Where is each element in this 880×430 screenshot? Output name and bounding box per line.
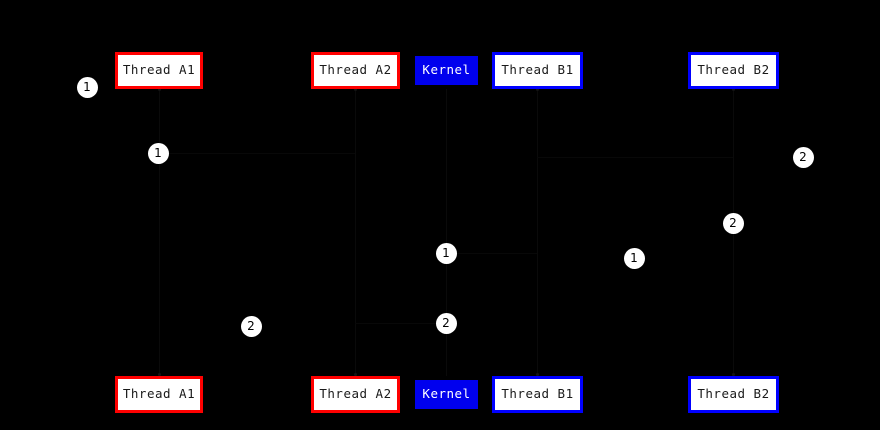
participant-box-thread-b2-bottom[interactable]: Thread B2 xyxy=(688,376,779,413)
sequence-badge-number: 1 xyxy=(83,80,91,94)
lifeline-stub-a2-top xyxy=(354,88,357,91)
participant-label: Kernel xyxy=(422,386,471,402)
participant-label: Thread A2 xyxy=(319,386,392,402)
participant-box-thread-b2-top[interactable]: Thread B2 xyxy=(688,52,779,89)
sequence-badge-number: 2 xyxy=(442,316,450,330)
lifeline-stub-b1-top xyxy=(536,88,539,91)
lifeline-stub-a1-bottom xyxy=(158,373,161,376)
participant-box-thread-a1-bottom[interactable]: Thread A1 xyxy=(115,376,203,413)
sequence-badge: 1 xyxy=(435,242,457,264)
lifeline-stub-b2-bottom xyxy=(732,373,735,376)
participant-box-thread-b1-bottom[interactable]: Thread B1 xyxy=(492,376,583,413)
lifeline-thread-a2 xyxy=(355,89,356,376)
participant-box-thread-a2-bottom[interactable]: Thread A2 xyxy=(311,376,400,413)
lifeline-stub-a1-top xyxy=(158,88,161,91)
sequence-badge: 2 xyxy=(792,146,814,168)
sequence-badge: 1 xyxy=(147,142,169,164)
lifeline-stub-b2-top xyxy=(732,88,735,91)
sequence-badge-number: 2 xyxy=(799,150,807,164)
participant-label: Thread B1 xyxy=(501,386,574,402)
participant-label: Thread B1 xyxy=(501,62,574,78)
sequence-badge-number: 2 xyxy=(247,319,255,333)
participant-box-thread-b1-top[interactable]: Thread B1 xyxy=(492,52,583,89)
participant-box-thread-a2-top[interactable]: Thread A2 xyxy=(311,52,400,89)
sequence-badge: 2 xyxy=(722,212,744,234)
lifeline-thread-a1 xyxy=(159,89,160,376)
sequence-badge-number: 2 xyxy=(729,216,737,230)
participant-label: Thread A1 xyxy=(122,62,196,78)
participant-box-kernel-top[interactable]: Kernel xyxy=(415,56,478,85)
sequence-badge: 2 xyxy=(435,312,457,334)
message-arrow-3 xyxy=(446,253,537,254)
participant-label: Thread A1 xyxy=(122,386,196,402)
sequence-badge: 1 xyxy=(76,76,98,98)
sequence-badge-number: 1 xyxy=(630,251,638,265)
message-arrow-1 xyxy=(159,153,355,154)
lifeline-kernel xyxy=(446,89,447,376)
lifeline-stub-a2-bottom xyxy=(354,373,357,376)
participant-label: Thread B2 xyxy=(697,62,770,78)
sequence-badge-number: 1 xyxy=(154,146,162,160)
lifeline-stub-b1-bottom xyxy=(536,373,539,376)
participant-label: Thread B2 xyxy=(697,386,770,402)
participant-box-thread-a1-top[interactable]: Thread A1 xyxy=(115,52,203,89)
participant-box-kernel-bottom[interactable]: Kernel xyxy=(415,380,478,409)
sequence-badge: 2 xyxy=(240,315,262,337)
lifeline-thread-b1 xyxy=(537,89,538,376)
participant-label: Kernel xyxy=(422,62,471,78)
message-arrow-2 xyxy=(537,157,733,158)
message-arrow-4 xyxy=(355,323,446,324)
sequence-badge: 1 xyxy=(623,247,645,269)
sequence-badge-number: 1 xyxy=(442,246,450,260)
participant-label: Thread A2 xyxy=(319,62,392,78)
